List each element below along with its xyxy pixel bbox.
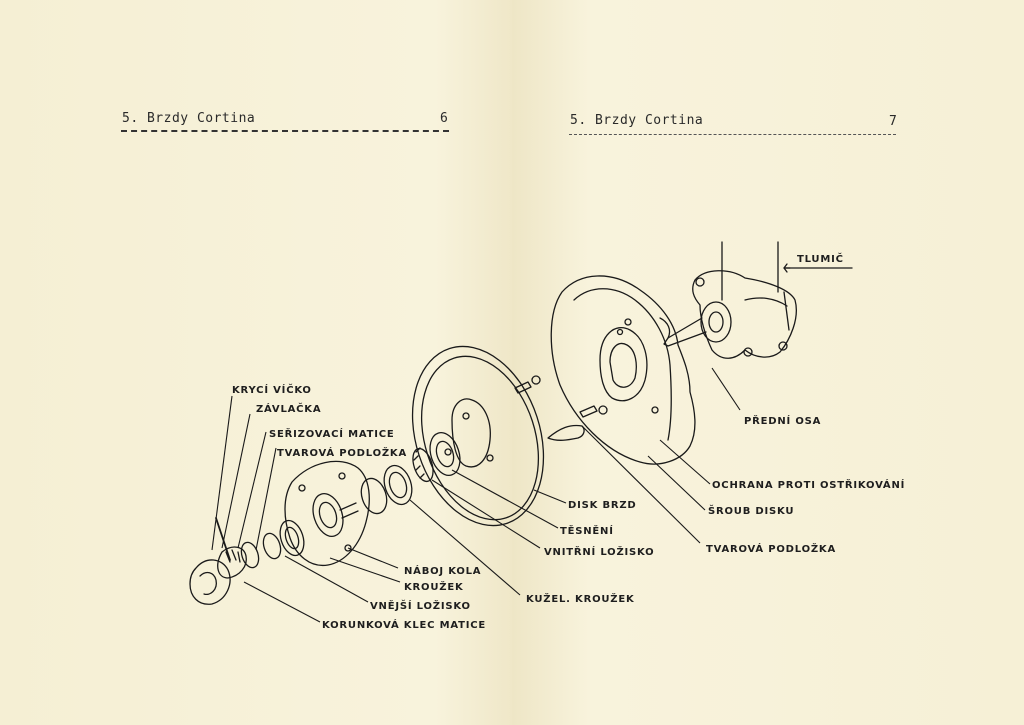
rings-drawing: [360, 464, 521, 596]
outer-bearing-drawing: [262, 519, 369, 603]
left-header-rule: [121, 130, 449, 132]
left-leaders: [211, 395, 277, 551]
label-tvarova-podlozka-left: TVAROVÁ PODLOŽKA: [277, 446, 407, 459]
label-sroub-disku: ŠROUB DISKU: [708, 504, 794, 517]
label-vnejsi-lozisko: VNĚJŠÍ LOŽISKO: [370, 599, 471, 612]
right-page-number: 7: [889, 114, 897, 129]
label-korunkova-klec: KORUNKOVÁ KLEC MATICE: [322, 618, 486, 631]
label-vnitrni-lozisko: VNITŘNÍ LOŽISKO: [544, 545, 654, 558]
label-predni-osa: PŘEDNÍ OSA: [744, 414, 821, 427]
right-page-header: 5. Brzdy Cortina: [570, 113, 704, 128]
label-tvarova-podlozka-right: TVAROVÁ PODLOŽKA: [706, 542, 836, 555]
label-kuzel-krouzek: KUŽEL. KROUŽEK: [526, 592, 635, 605]
stub-axle-drawing: [663, 270, 797, 411]
label-krouzek: KROUŽEK: [404, 580, 464, 593]
left-page: [0, 0, 512, 725]
seal-bearing-drawing: [412, 431, 559, 549]
label-ochrana: OCHRANA PROTI OSTŘIKOVÁNÍ: [712, 478, 905, 491]
label-naboj-kola: NÁBOJ KOLA: [404, 564, 481, 577]
label-zavlacka: ZÁVLAČKA: [256, 402, 321, 415]
brake-disc-drawing: [411, 345, 567, 527]
label-kryci-vicko: KRYCÍ VÍČKO: [232, 383, 312, 396]
splash-shield-drawing: [550, 275, 711, 511]
bolts-drawing: [514, 375, 701, 544]
right-page: [512, 0, 1024, 725]
cap-nut-drawing: [189, 517, 321, 623]
label-serizovaci-matice: SEŘIZOVACÍ MATICE: [269, 427, 395, 440]
label-disk-brzd: DISK BRZD: [568, 500, 637, 511]
label-tlumic: TLUMIČ: [797, 252, 844, 265]
right-header-rule: [569, 134, 896, 135]
left-page-header: 5. Brzdy Cortina: [122, 111, 256, 126]
label-tesneni: TĚSNĚNÍ: [560, 524, 614, 537]
wheel-hub-drawing: [284, 460, 401, 583]
left-page-number: 6: [440, 111, 448, 126]
